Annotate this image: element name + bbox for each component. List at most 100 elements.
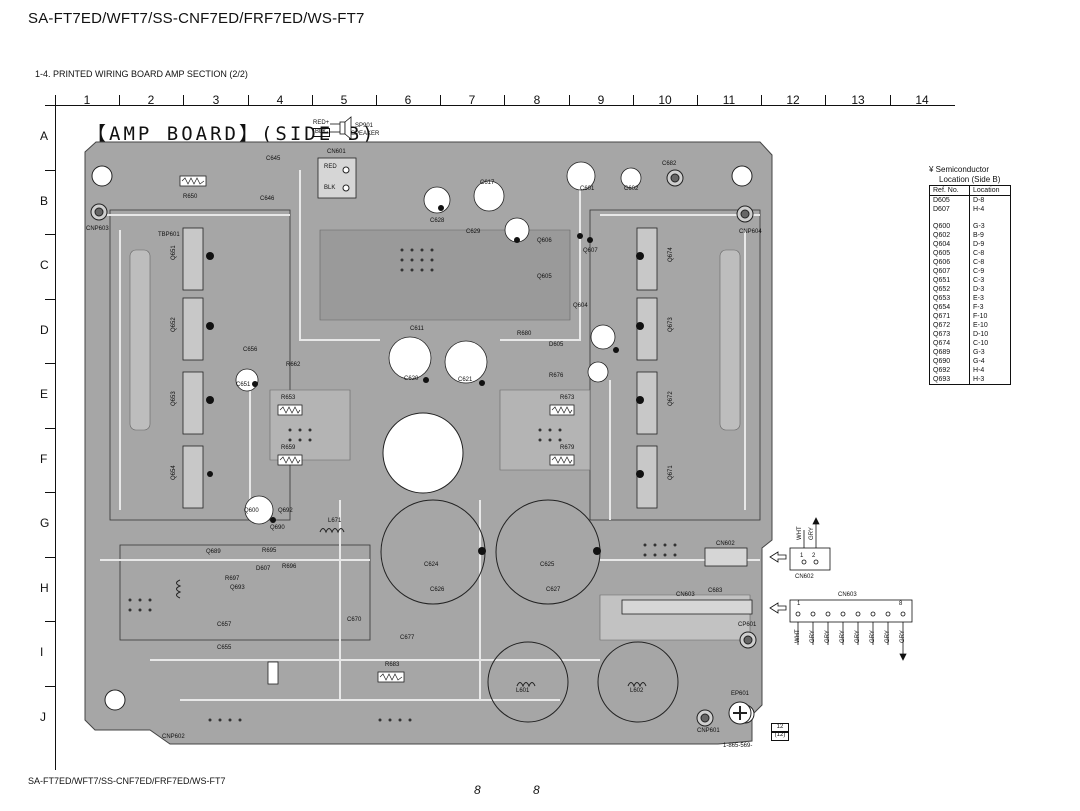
svg-text:L601: L601 — [516, 688, 530, 694]
cn602-pin-2: 2 — [812, 553, 816, 559]
grid-column-label: 9 — [597, 93, 605, 107]
svg-text:D607: D607 — [256, 566, 271, 572]
table-cell-location: E-3 — [969, 294, 1011, 303]
svg-text:R650: R650 — [183, 194, 198, 200]
grid-row-label: G — [40, 516, 50, 530]
speaker-red-label: RED+ — [313, 120, 330, 126]
table-cell-location: D-10 — [969, 330, 1011, 339]
table-cell-ref: Q692 — [928, 366, 971, 375]
svg-text:R662: R662 — [286, 362, 301, 368]
grid-column-tick — [697, 95, 698, 105]
grid-column-tick — [569, 95, 570, 105]
grid-row-label: E — [40, 387, 49, 401]
svg-text:R696: R696 — [282, 564, 297, 570]
svg-text:R697: R697 — [225, 576, 240, 582]
table-cell-location: C-10 — [969, 339, 1011, 348]
cn602-label: CN602 — [795, 574, 814, 580]
grid-column-label: 4 — [276, 93, 284, 107]
revision-box-paren: (12) — [771, 731, 789, 741]
svg-text:C655: C655 — [217, 645, 232, 651]
ep601-screw — [728, 701, 752, 725]
svg-text:R695: R695 — [262, 548, 277, 554]
grid-row-tick — [45, 428, 55, 429]
svg-text:CNP601: CNP601 — [697, 728, 720, 734]
svg-text:C626: C626 — [430, 587, 445, 593]
svg-text:Q651: Q651 — [171, 245, 177, 260]
svg-text:C629: C629 — [466, 229, 481, 235]
grid-row-tick — [45, 557, 55, 558]
grid-row-tick — [45, 363, 55, 364]
svg-text:Q690: Q690 — [270, 525, 285, 531]
svg-text:1-865-569-: 1-865-569- — [723, 743, 752, 749]
grid-column-tick — [376, 95, 377, 105]
svg-text:CNP603: CNP603 — [86, 226, 109, 232]
table-cell-ref: Q671 — [928, 312, 971, 321]
table-cell-location: F-10 — [969, 312, 1011, 321]
table-cell-ref: Q672 — [928, 321, 971, 330]
board-title: 【AMP BOARD】(SIDE B) — [87, 123, 377, 145]
table-cell-ref: Q652 — [928, 285, 971, 294]
grid-column-label: 11 — [722, 93, 736, 107]
svg-text:CNP602: CNP602 — [162, 734, 185, 740]
svg-text:Q652: Q652 — [171, 317, 177, 332]
grid-row-tick — [45, 492, 55, 493]
table-header-location: Location — [969, 185, 1011, 196]
cn603-wire-label: GRY — [810, 630, 816, 643]
table-cell-location: B-9 — [969, 231, 1011, 240]
table-cell-ref: Q651 — [928, 276, 971, 285]
svg-text:C627: C627 — [546, 587, 561, 593]
grid-column-tick — [440, 95, 441, 105]
svg-text:R673: R673 — [560, 395, 575, 401]
svg-text:Q653: Q653 — [171, 391, 177, 406]
table-cell-location: C-8 — [969, 249, 1011, 258]
grid-column-label: 14 — [915, 93, 929, 107]
table-cell-location: D-9 — [969, 240, 1011, 249]
svg-text:R653: R653 — [281, 395, 296, 401]
grid-ruler-vertical — [55, 105, 56, 770]
svg-text:C602: C602 — [624, 186, 639, 192]
grid-column-label: 7 — [468, 93, 476, 107]
svg-text:Q671: Q671 — [668, 465, 674, 480]
semiconductor-heading: ¥ Semiconductor — [929, 165, 990, 174]
grid-column-tick — [55, 95, 56, 105]
cn603-pin-1: 1 — [797, 601, 801, 607]
svg-text:R680: R680 — [517, 331, 532, 337]
svg-text:C611: C611 — [410, 326, 425, 332]
speaker-blk-label: BLK- — [313, 128, 331, 137]
speaker-name: SPEAKER — [351, 131, 380, 137]
table-cell-ref: D607 — [928, 205, 971, 214]
cn603-label: CN603 — [838, 592, 857, 598]
svg-text:Q674: Q674 — [668, 247, 674, 262]
grid-column-tick — [890, 95, 891, 105]
svg-text:L671: L671 — [328, 518, 342, 524]
grid-row-tick — [45, 686, 55, 687]
svg-text:C620: C620 — [404, 376, 419, 382]
grid-column-tick — [248, 95, 249, 105]
grid-column-label: 3 — [212, 93, 220, 107]
svg-text:C628: C628 — [430, 218, 445, 224]
grid-row-tick — [45, 170, 55, 171]
table-cell-ref: Q653 — [928, 294, 971, 303]
cn603-wire-label: WHT — [795, 629, 801, 643]
table-cell-ref: Q607 — [928, 267, 971, 276]
svg-text:Q693: Q693 — [230, 585, 245, 591]
table-cell-ref: Q690 — [928, 357, 971, 366]
cn603-pin-8: 8 — [899, 601, 903, 607]
svg-text:C670: C670 — [347, 617, 362, 623]
table-cell-ref: Q654 — [928, 303, 971, 312]
cn602-wire-2: GRY — [809, 527, 815, 540]
page-footer-model: SA-FT7ED/WFT7/SS-CNF7ED/FRF7ED/WS-FT7 — [28, 776, 226, 786]
table-cell-location — [969, 214, 1011, 222]
grid-column-tick — [761, 95, 762, 105]
grid-column-label: 2 — [147, 93, 155, 107]
